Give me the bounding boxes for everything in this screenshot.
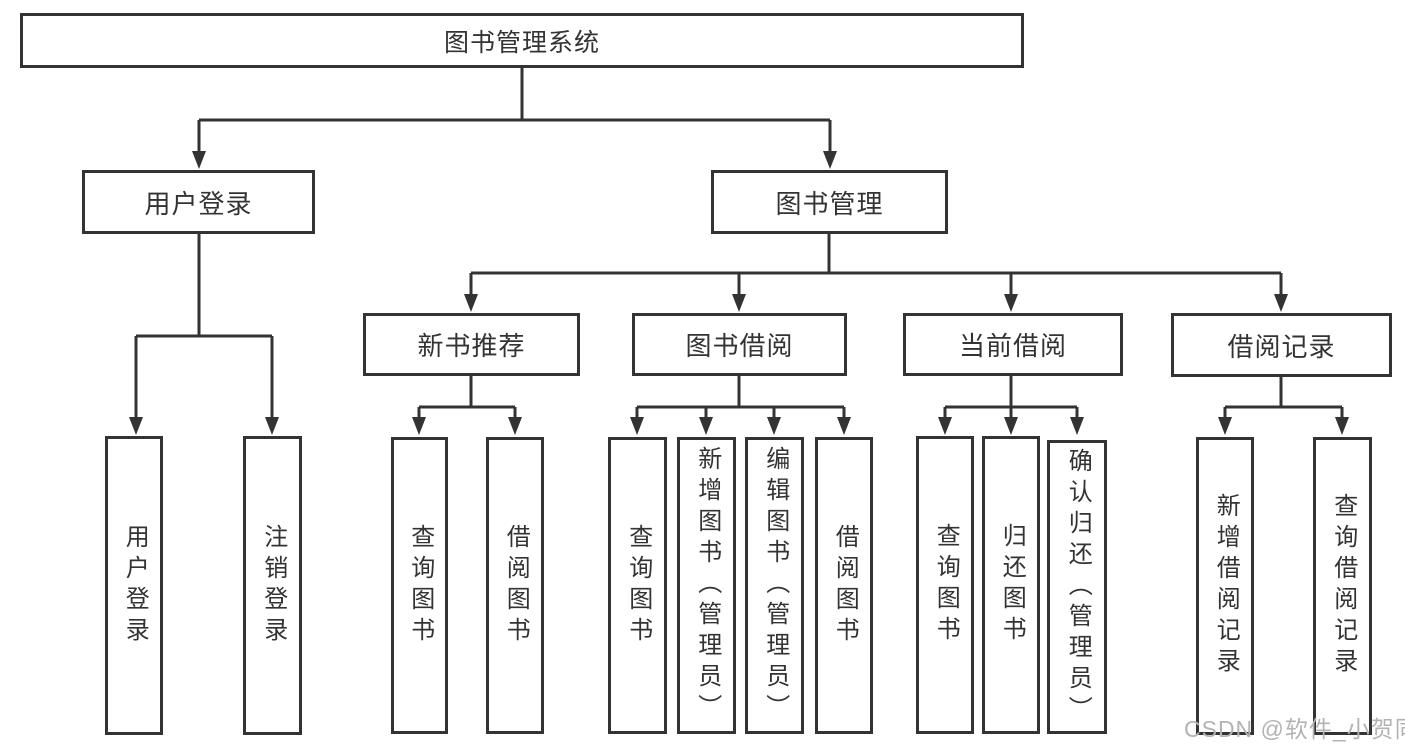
leaf-label: 借阅图书: [502, 523, 530, 648]
leaf-query-borrow-record: 查询借阅记录: [1313, 437, 1372, 735]
node-library-management-system: 图书管理系统: [20, 13, 1024, 68]
leaf-query-books-recommend: 查询图书: [391, 437, 448, 734]
leaf-borrow-books-recommend: 借阅图书: [486, 437, 544, 734]
node-book-management: 图书管理: [711, 170, 948, 234]
leaf-label: 编辑图书（管理员）: [761, 446, 789, 725]
node-new-book-recommend: 新书推荐: [363, 313, 580, 376]
leaf-query-books-current: 查询图书: [916, 436, 974, 734]
leaf-label: 归还图书: [998, 523, 1026, 647]
leaf-label: 注销登录: [259, 523, 287, 648]
leaf-label: 新增借阅记录: [1212, 493, 1240, 679]
leaf-query-books-borrow: 查询图书: [608, 437, 667, 734]
leaf-label: 查询图书: [624, 523, 652, 648]
leaf-return-books: 归还图书: [982, 436, 1040, 734]
leaf-confirm-return-admin: 确认归还（管理员）: [1047, 440, 1107, 734]
leaf-borrow-books: 借阅图书: [815, 437, 873, 734]
csdn-watermark: CSDN @软件_小贺同学: [1184, 716, 1405, 742]
leaf-label: 查询借阅记录: [1329, 493, 1357, 679]
node-current-borrowing: 当前借阅: [903, 313, 1123, 376]
leaf-label: 查询图书: [406, 523, 434, 648]
leaf-label: 查询图书: [932, 523, 960, 647]
leaf-label: 借阅图书: [831, 523, 859, 648]
node-book-borrowing: 图书借阅: [632, 313, 847, 376]
leaf-add-borrow-record: 新增借阅记录: [1196, 437, 1254, 735]
leaf-user-login: 用户登录: [105, 436, 163, 735]
leaf-label: 确认归还（管理员）: [1064, 447, 1092, 727]
node-user-login: 用户登录: [82, 170, 315, 234]
node-borrowing-records: 借阅记录: [1171, 313, 1392, 377]
leaf-label: 新增图书（管理员）: [693, 446, 721, 725]
leaf-label: 用户登录: [121, 523, 149, 648]
leaf-add-book-admin: 新增图书（管理员）: [677, 437, 736, 734]
leaf-edit-book-admin: 编辑图书（管理员）: [745, 437, 804, 734]
leaf-logout: 注销登录: [243, 436, 302, 735]
